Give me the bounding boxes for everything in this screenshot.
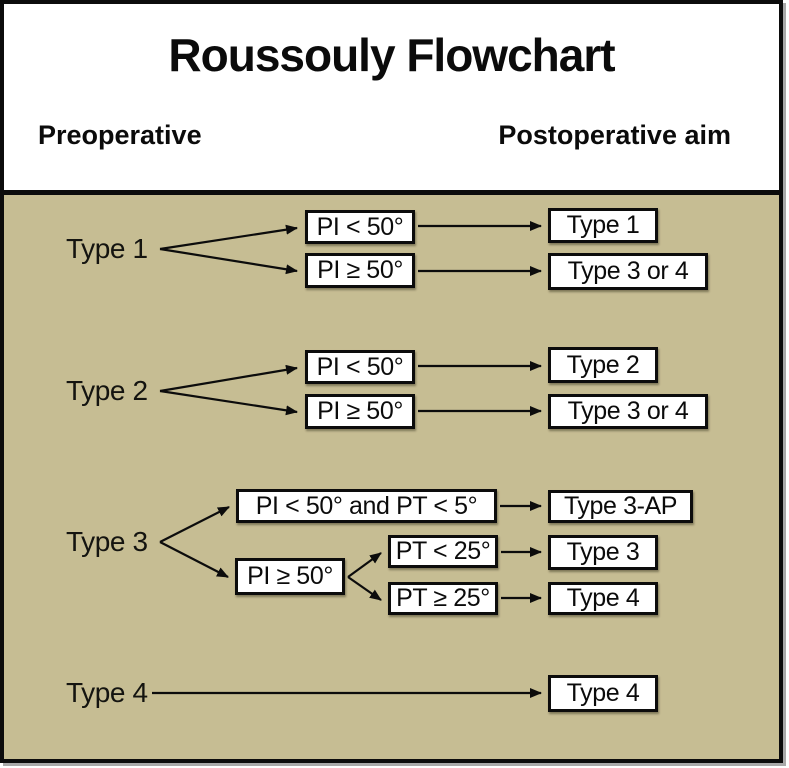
condition-box-type3-pt-ge25: PT ≥ 25° (388, 582, 498, 615)
figure-title: Roussouly Flowchart (168, 29, 615, 81)
condition-box-type1-pi-lt50: PI < 50° (305, 210, 415, 244)
result-box-type3or4-b: Type 3 or 4 (548, 394, 708, 429)
figure-header: Roussouly Flowchart Preoperative Postope… (4, 4, 779, 195)
condition-box-type2-pi-ge50: PI ≥ 50° (305, 394, 415, 429)
condition-box-type1-pi-ge50: PI ≥ 50° (305, 253, 415, 288)
column-headers: Preoperative Postoperative aim (4, 120, 779, 151)
condition-box-type3-pi-ge50: PI ≥ 50° (235, 558, 345, 595)
result-box-type3ap: Type 3-AP (548, 490, 693, 523)
result-box-type4-a: Type 4 (548, 582, 658, 615)
preop-type2-label: Type 2 (66, 375, 148, 406)
result-box-type3or4-a: Type 3 or 4 (548, 253, 708, 290)
preop-type4-label: Type 4 (66, 677, 148, 708)
postoperative-column-header: Postoperative aim (498, 120, 731, 150)
result-box-type1: Type 1 (548, 208, 658, 243)
preoperative-column-header: Preoperative (38, 120, 202, 150)
preop-type1-label: Type 1 (66, 233, 148, 264)
result-box-type3: Type 3 (548, 535, 658, 570)
result-box-type2: Type 2 (548, 347, 658, 383)
condition-box-type2-pi-lt50: PI < 50° (305, 350, 415, 384)
result-box-type4-b: Type 4 (548, 675, 658, 712)
condition-box-type3-pilt50-ptlt5: PI < 50° and PT < 5° (236, 489, 497, 523)
preop-type3-label: Type 3 (66, 526, 148, 557)
condition-box-type3-pt-lt25: PT < 25° (388, 535, 498, 568)
